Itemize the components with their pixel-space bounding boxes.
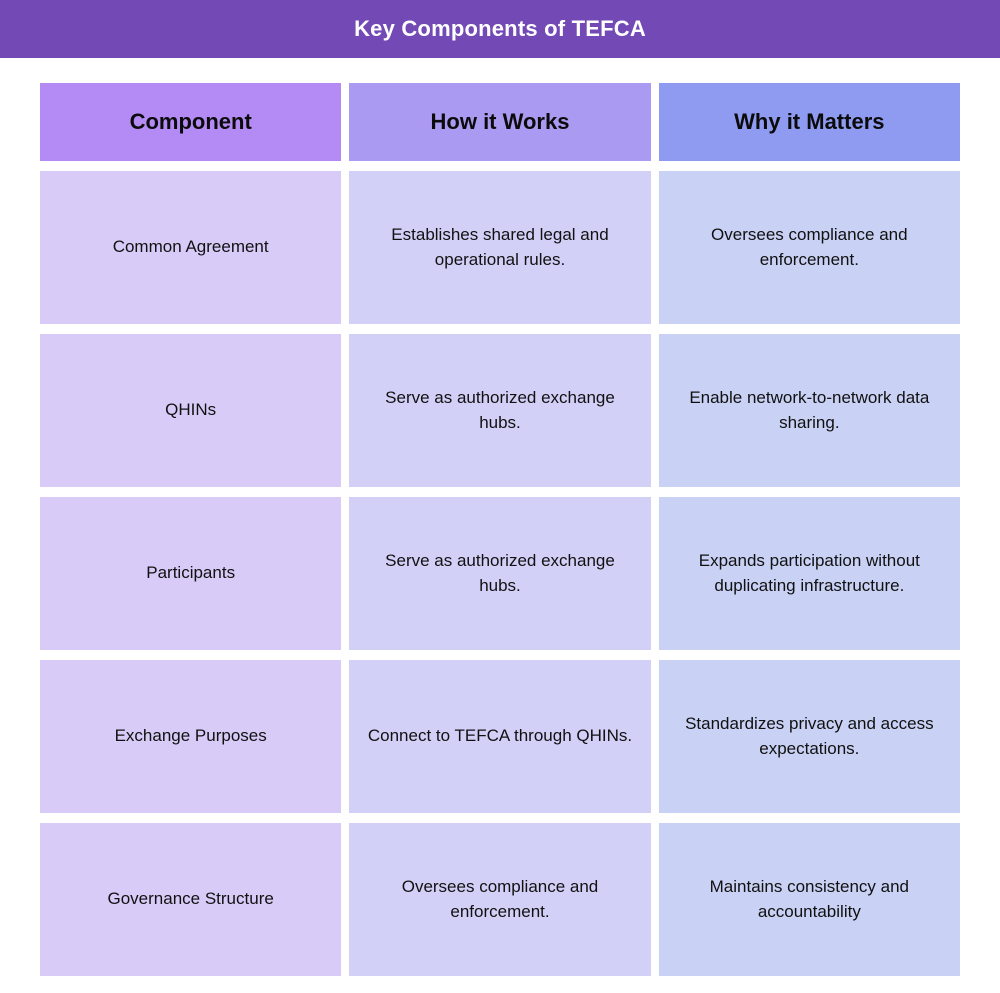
cell-how-it-works: Oversees compliance and enforcement. <box>401 876 599 921</box>
table-row: Exchange Purposes <box>40 660 342 813</box>
cell-why-it-matters: Standardizes privacy and access expectat… <box>685 713 934 758</box>
table-row: Participants <box>40 497 342 650</box>
column-header-component: Component <box>40 83 342 161</box>
cell-component: Participants <box>146 563 236 583</box>
column-header-how-it-works: How it Works <box>349 83 651 161</box>
table-row: QHINs <box>40 334 342 487</box>
table-row: Enable network-to-network data sharing. <box>658 334 960 487</box>
table-row: Governance Structure <box>40 823 342 976</box>
cell-how-it-works: Serve as authorized exchange hubs. <box>385 550 615 595</box>
page-title: Key Components of TEFCA <box>354 16 646 41</box>
table-row: Maintains consistency and accountability <box>658 823 960 976</box>
cell-why-it-matters: Enable network-to-network data sharing. <box>689 387 930 432</box>
column-header-label: Why it Matters <box>734 109 885 134</box>
table-row: Connect to TEFCA through QHINs. <box>349 660 651 813</box>
table-container: Component How it Works Why it Matters Co… <box>0 58 1000 992</box>
table-row: Establishes shared legal and operational… <box>349 171 651 324</box>
cell-why-it-matters: Maintains consistency and accountability <box>709 876 910 921</box>
table-row: Standardizes privacy and access expectat… <box>658 660 960 813</box>
cell-how-it-works: Connect to TEFCA through QHINs. <box>367 726 633 746</box>
cell-why-it-matters: Expands participation without duplicatin… <box>698 550 920 595</box>
column-header-label: Component <box>129 109 252 134</box>
table-row: Oversees compliance and enforcement. <box>349 823 651 976</box>
cell-how-it-works: Establishes shared legal and operational… <box>391 224 609 269</box>
cell-component: QHINs <box>165 400 217 420</box>
table-row: Common Agreement <box>40 171 342 324</box>
column-header-label: How it Works <box>430 109 570 134</box>
table-row: Oversees compliance and enforcement. <box>658 171 960 324</box>
cell-component: Exchange Purposes <box>114 726 267 746</box>
page-title-banner: Key Components of TEFCA <box>0 0 1000 58</box>
table-row: Expands participation without duplicatin… <box>658 497 960 650</box>
cell-component: Common Agreement <box>112 237 269 257</box>
column-header-why-it-matters: Why it Matters <box>658 83 960 161</box>
table-row: Serve as authorized exchange hubs. <box>349 497 651 650</box>
cell-how-it-works: Serve as authorized exchange hubs. <box>385 387 615 432</box>
components-table: Component How it Works Why it Matters Co… <box>40 83 960 976</box>
table-row: Serve as authorized exchange hubs. <box>349 334 651 487</box>
cell-why-it-matters: Oversees compliance and enforcement. <box>711 224 908 269</box>
cell-component: Governance Structure <box>107 889 274 909</box>
